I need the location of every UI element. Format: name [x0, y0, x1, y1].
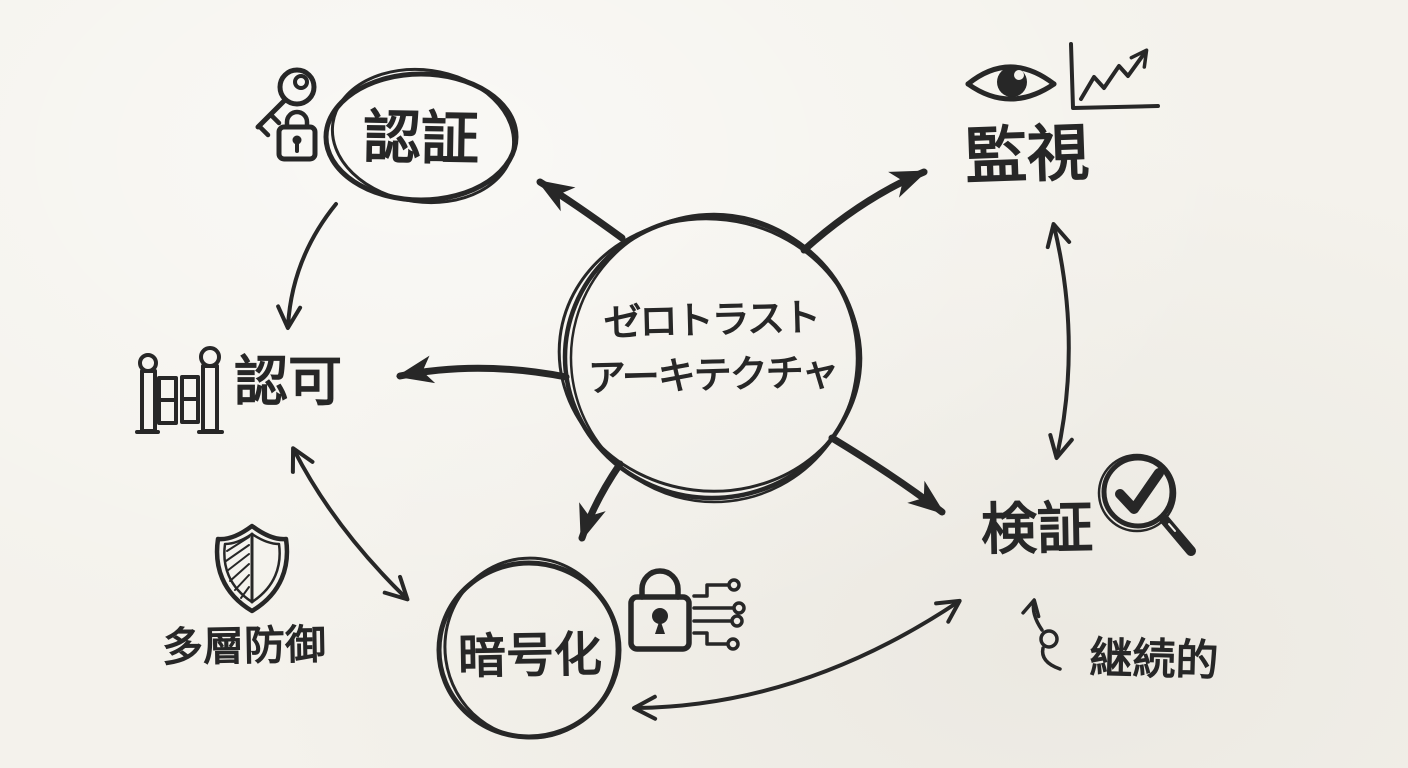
authorization-label: 認可: [234, 350, 342, 413]
padlock-circuit-icon: [628, 568, 746, 652]
key-icon: [255, 67, 317, 138]
shield-icon: [214, 523, 290, 614]
center-node-label: ゼロトラスト アーキテクチャ: [586, 290, 839, 407]
arrow-center-to-monitoring: [800, 168, 928, 254]
encryption-circle: [436, 556, 622, 740]
arrow-center-to-encryption: [578, 460, 624, 542]
monitoring-label: 監視: [963, 115, 1091, 194]
gate-icon: [135, 346, 224, 434]
authentication-ellipse: [323, 67, 519, 205]
verification-label: 検証: [980, 496, 1094, 563]
arrow-monitoring-verification: [1045, 222, 1074, 460]
arrow-encryption-verification: [632, 598, 962, 721]
authentication-label: 認証: [362, 102, 480, 174]
line-chart-icon: [1069, 42, 1160, 110]
loop-arrow-icon: [1021, 598, 1062, 671]
eye-icon: [965, 64, 1057, 102]
arrow-center-to-verification: [828, 434, 946, 516]
arrow-authorization-encryption: [290, 446, 410, 602]
defense-in-depth-label: 多層防御: [161, 620, 327, 672]
continuous-label: 継続的: [1088, 633, 1220, 687]
arrow-authentication-to-authorization: [276, 202, 338, 330]
arrow-center-to-authentication: [536, 178, 626, 242]
magnifier-check-icon: [1097, 453, 1196, 556]
padlock-icon: [276, 109, 318, 162]
center-node-line2: アーキテクチャ: [587, 349, 838, 401]
encryption-label: 暗号化: [457, 626, 603, 686]
center-circle: [557, 212, 863, 504]
arrow-center-to-authorization: [396, 355, 570, 384]
center-node-line1: ゼロトラスト: [603, 295, 820, 345]
